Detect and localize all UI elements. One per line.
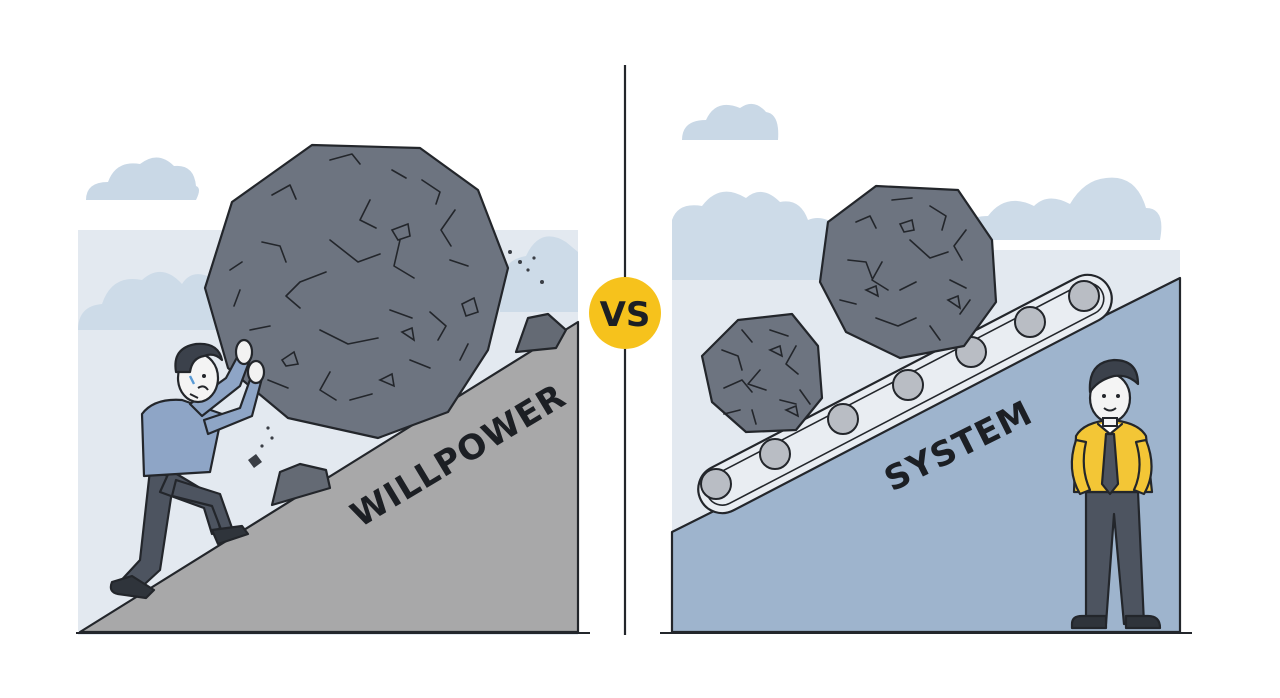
- system-boulder: [818, 184, 998, 360]
- roller: [700, 280, 1100, 500]
- cloud-icon: [78, 271, 224, 330]
- divider: VS: [589, 65, 661, 635]
- pushing-man: [109, 338, 266, 600]
- shoe-icon: [109, 574, 156, 600]
- left-panel: WILLPOWER: [76, 143, 590, 635]
- right-panel: SYSTEM: [660, 103, 1192, 634]
- small-boulder: [700, 312, 824, 434]
- shoe-icon: [1124, 614, 1162, 630]
- cloud-icon: [682, 103, 779, 140]
- debris: [248, 250, 544, 468]
- tie-icon: [1100, 432, 1120, 496]
- standing-man: [1070, 358, 1162, 630]
- conveyor-belt[interactable]: [690, 267, 1120, 522]
- cloud-icon: [500, 236, 578, 312]
- shoe-icon: [1070, 614, 1108, 630]
- shoe-icon: [210, 524, 250, 546]
- hand-icon: [246, 359, 266, 385]
- small-rock: [514, 312, 568, 354]
- vs-badge: [589, 277, 661, 349]
- cloud-icon: [960, 177, 1162, 240]
- cloud-icon: [86, 157, 199, 200]
- small-rock: [270, 462, 332, 507]
- hand-icon: [234, 338, 254, 366]
- willpower-boulder: [203, 143, 510, 440]
- vs-label: VS: [600, 295, 651, 335]
